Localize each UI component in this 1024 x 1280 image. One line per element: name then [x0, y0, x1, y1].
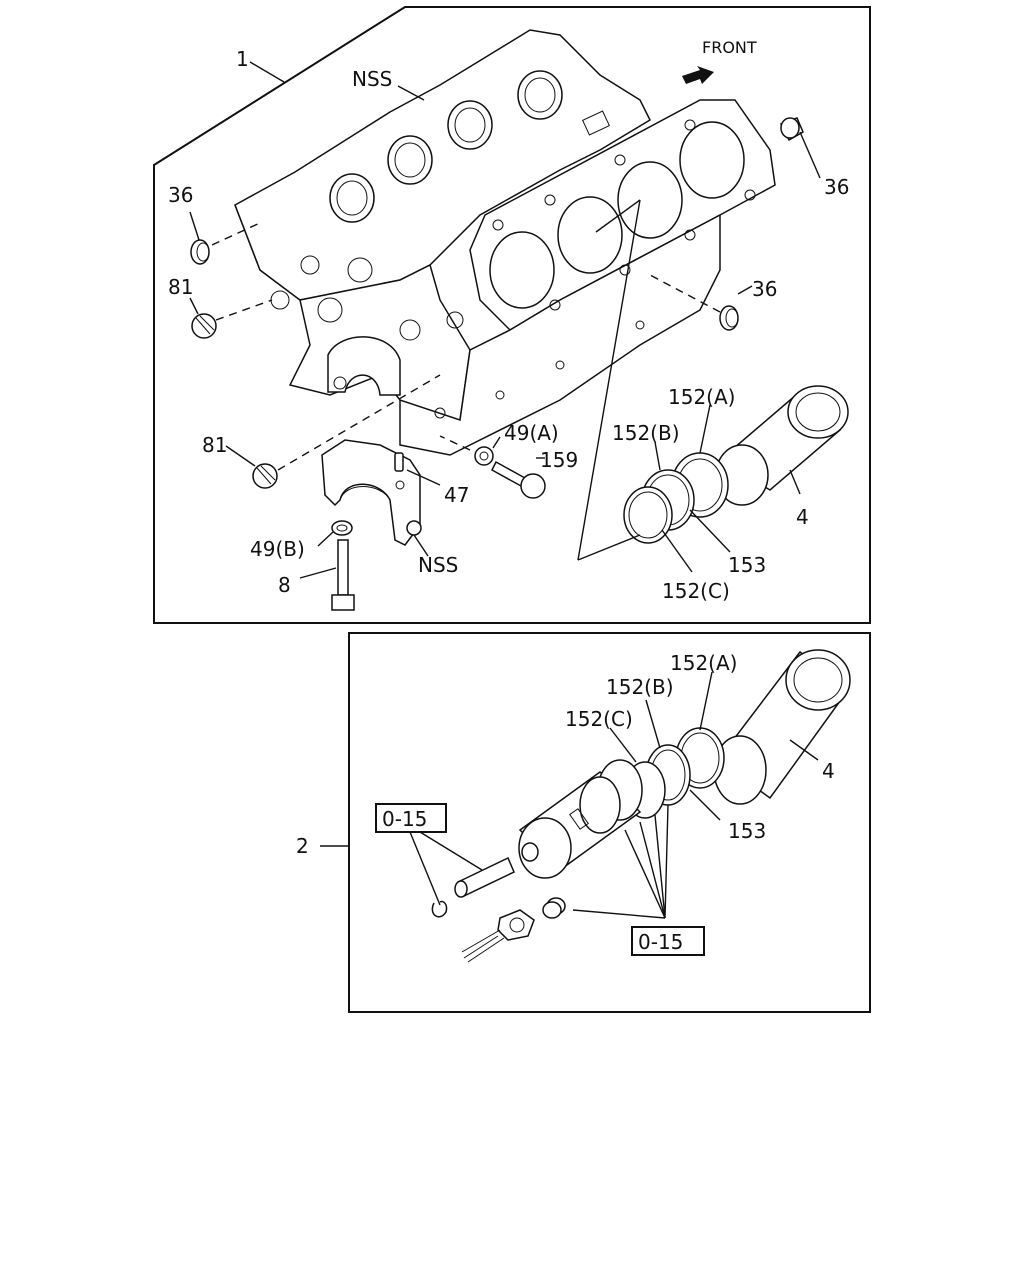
- plug-36-right: [719, 305, 739, 331]
- ref-box-right: [631, 926, 705, 956]
- label-49b: 49(B): [250, 537, 305, 561]
- label-152b-upper: 152(B): [612, 421, 680, 445]
- label-4-upper: 4: [796, 505, 809, 529]
- ref-box-left: [375, 803, 447, 833]
- bolt-8: [331, 539, 355, 611]
- label-2: 2: [296, 834, 309, 858]
- label-36-right: 36: [752, 277, 777, 301]
- label-152a-lower: 152(A): [670, 651, 737, 675]
- label-81-bottom: 81: [202, 433, 227, 457]
- ref-label-left: 0-15: [382, 807, 427, 831]
- front-label: FRONT: [702, 38, 757, 57]
- plug-81-bottom: [252, 463, 278, 489]
- label-159: 159: [540, 448, 578, 472]
- label-152c-upper: 152(C): [662, 579, 730, 603]
- cylinder-block: [234, 29, 776, 456]
- washer-49b: [331, 520, 353, 536]
- front-arrow-icon: [682, 66, 714, 84]
- label-1: 1: [236, 47, 249, 71]
- label-nss-bottom: NSS: [418, 553, 458, 577]
- label-47: 47: [444, 483, 469, 507]
- washer-49a: [474, 446, 494, 466]
- leader-lines-upper: [189, 61, 821, 579]
- bolt-159: [491, 460, 546, 499]
- label-152a-upper: 152(A): [668, 385, 735, 409]
- label-nss-top: NSS: [352, 67, 392, 91]
- label-153-lower: 153: [728, 819, 766, 843]
- label-152c-lower: 152(C): [565, 707, 633, 731]
- main-bearing-cap: [321, 439, 422, 546]
- plug-36-right-top: [779, 117, 804, 142]
- label-81-top: 81: [168, 275, 193, 299]
- plug-81-top: [191, 313, 217, 339]
- label-4-lower: 4: [822, 759, 835, 783]
- label-36-right-top: 36: [824, 175, 849, 199]
- label-152b-lower: 152(B): [606, 675, 674, 699]
- leader-lines-lower: [320, 671, 819, 919]
- label-8: 8: [278, 573, 291, 597]
- piston-assembly: [431, 649, 851, 963]
- upper-panel-frame: [153, 6, 871, 624]
- plug-36-left: [190, 239, 210, 265]
- lower-panel-frame: [348, 632, 871, 1013]
- label-36-left: 36: [168, 183, 193, 207]
- piston-upper-group: [623, 385, 849, 544]
- label-49a: 49(A): [504, 421, 559, 445]
- ref-label-right: 0-15: [638, 930, 683, 954]
- label-153-upper: 153: [728, 553, 766, 577]
